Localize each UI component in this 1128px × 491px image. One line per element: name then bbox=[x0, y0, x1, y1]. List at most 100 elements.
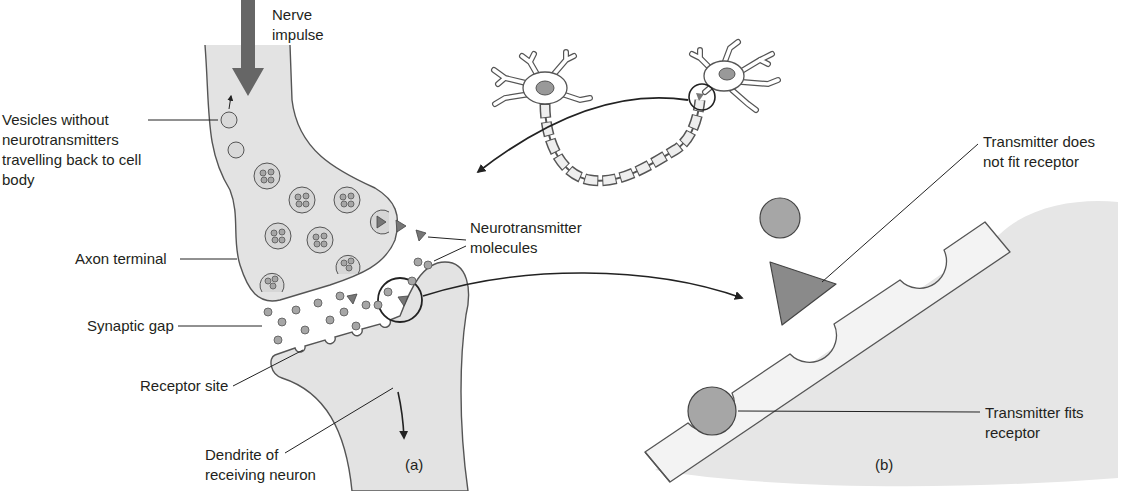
leader-line bbox=[822, 144, 978, 282]
part-label: Receptor site bbox=[140, 376, 232, 396]
neurotransmitter-molecule bbox=[303, 193, 309, 199]
part-label: (b) bbox=[875, 455, 915, 475]
empty-vesicle bbox=[221, 112, 237, 128]
neurotransmitter-molecule bbox=[341, 201, 347, 207]
fusing-vesicle bbox=[370, 210, 389, 234]
neurotransmitter-molecule bbox=[326, 316, 334, 324]
neurotransmitter-molecule bbox=[268, 177, 274, 183]
myelin-sheath bbox=[545, 100, 700, 181]
dendrite-fill bbox=[692, 42, 778, 110]
neurotransmitter-molecule bbox=[268, 169, 274, 175]
triangle-transmitter bbox=[770, 262, 836, 325]
vesicle bbox=[254, 163, 280, 189]
neurotransmitter-molecule bbox=[348, 201, 354, 207]
dendrite-outline bbox=[494, 52, 590, 104]
neurotransmitter-molecule bbox=[261, 177, 267, 183]
transmitter-triangle bbox=[416, 230, 426, 241]
neurotransmitter-molecule bbox=[303, 201, 309, 207]
neurotransmitter-molecule bbox=[340, 194, 346, 200]
magnifier-circle bbox=[378, 278, 422, 322]
fusing-vesicle bbox=[336, 255, 360, 274]
neurotransmitter-molecule bbox=[279, 237, 285, 243]
part-label: Dendrite of receiving neuron bbox=[205, 445, 330, 485]
part-label: Vesicles without neurotransmitters trave… bbox=[2, 110, 142, 190]
transmitter-triangle bbox=[398, 296, 408, 306]
dendrite-outline bbox=[692, 42, 778, 110]
surface-edge bbox=[645, 452, 670, 482]
leader-line bbox=[434, 246, 466, 261]
axon-terminal bbox=[205, 45, 398, 301]
transmitter-triangle bbox=[396, 220, 406, 232]
impulse-arrow bbox=[232, 0, 264, 96]
neurotransmitter-molecule bbox=[272, 276, 278, 282]
neurotransmitter-molecule bbox=[279, 229, 285, 235]
myelin-fill bbox=[545, 100, 700, 181]
leader-line bbox=[178, 326, 262, 327]
transmitter-triangle bbox=[347, 294, 357, 304]
leader-line bbox=[738, 411, 980, 412]
neurotransmitter-molecule bbox=[314, 299, 322, 307]
neurotransmitter-molecule bbox=[260, 170, 266, 176]
molecule-group bbox=[254, 163, 432, 344]
neurotransmitter-molecule bbox=[374, 301, 382, 309]
neurotransmitter-molecule bbox=[301, 326, 309, 334]
neurotransmitter-molecule bbox=[296, 201, 302, 207]
leader-line bbox=[180, 259, 237, 260]
vesicle bbox=[307, 227, 333, 253]
neurotransmitter-molecule bbox=[341, 260, 347, 266]
leader-line bbox=[233, 350, 303, 386]
neurotransmitter-molecule bbox=[264, 308, 272, 316]
part-label: Axon terminal bbox=[75, 249, 179, 269]
neurotransmitter-molecule bbox=[340, 308, 348, 316]
neurotransmitter-molecule bbox=[424, 261, 432, 269]
neurotransmitter-molecule bbox=[384, 288, 392, 296]
neurotransmitter-molecule bbox=[352, 322, 360, 330]
neurotransmitter-molecule bbox=[270, 283, 276, 289]
cell-body bbox=[523, 72, 567, 104]
neurotransmitter-molecule bbox=[314, 241, 320, 247]
vesicle bbox=[334, 187, 360, 213]
leader-line bbox=[428, 237, 466, 240]
part-label: Nerve impulse bbox=[272, 5, 334, 45]
neurotransmitter-molecule bbox=[414, 258, 422, 266]
fitting-transmitter bbox=[688, 387, 736, 435]
nucleus bbox=[536, 81, 554, 95]
zoom-arrow bbox=[478, 98, 688, 172]
neurotransmitter-molecule bbox=[336, 292, 344, 300]
axon-line bbox=[545, 100, 700, 181]
neurotransmitter-molecule bbox=[272, 237, 278, 243]
part-label: Transmitter fits receptor bbox=[985, 403, 1117, 443]
magnifier-circle bbox=[689, 84, 715, 110]
neurotransmitter-molecule bbox=[278, 318, 286, 326]
return-arrow bbox=[229, 96, 231, 109]
neurotransmitter-molecule bbox=[265, 278, 271, 284]
transmitter-triangle bbox=[696, 93, 704, 101]
neurotransmitter-molecule bbox=[292, 306, 300, 314]
neurotransmitter-molecule bbox=[362, 301, 370, 309]
part-label: Transmitter does not fit receptor bbox=[983, 132, 1115, 172]
fusing-vesicle bbox=[260, 273, 284, 292]
nucleus bbox=[719, 68, 735, 80]
vesicle bbox=[289, 187, 315, 213]
part-label: Synaptic gap bbox=[87, 316, 177, 336]
part-label: (a) bbox=[405, 455, 445, 475]
part-label: Neurotransmitter molecules bbox=[470, 218, 610, 258]
neurotransmitter-molecule bbox=[321, 241, 327, 247]
neurotransmitter-molecule bbox=[346, 265, 352, 271]
leader-line bbox=[285, 388, 393, 453]
neurotransmitter-molecule bbox=[348, 258, 354, 264]
zoom-arrow bbox=[423, 273, 742, 298]
round-transmitter bbox=[760, 198, 800, 238]
empty-vesicle bbox=[228, 142, 244, 158]
neurotransmitter-molecule bbox=[313, 234, 319, 240]
dendrite bbox=[271, 262, 469, 491]
neurotransmitter-molecule bbox=[348, 193, 354, 199]
dendrite-fill bbox=[494, 52, 590, 104]
leader-line bbox=[148, 120, 218, 121]
neurotransmitter-molecule bbox=[408, 277, 416, 285]
transmitter-triangle bbox=[377, 216, 386, 228]
neurotransmitter-molecule bbox=[274, 336, 282, 344]
neurotransmitter-molecule bbox=[295, 194, 301, 200]
